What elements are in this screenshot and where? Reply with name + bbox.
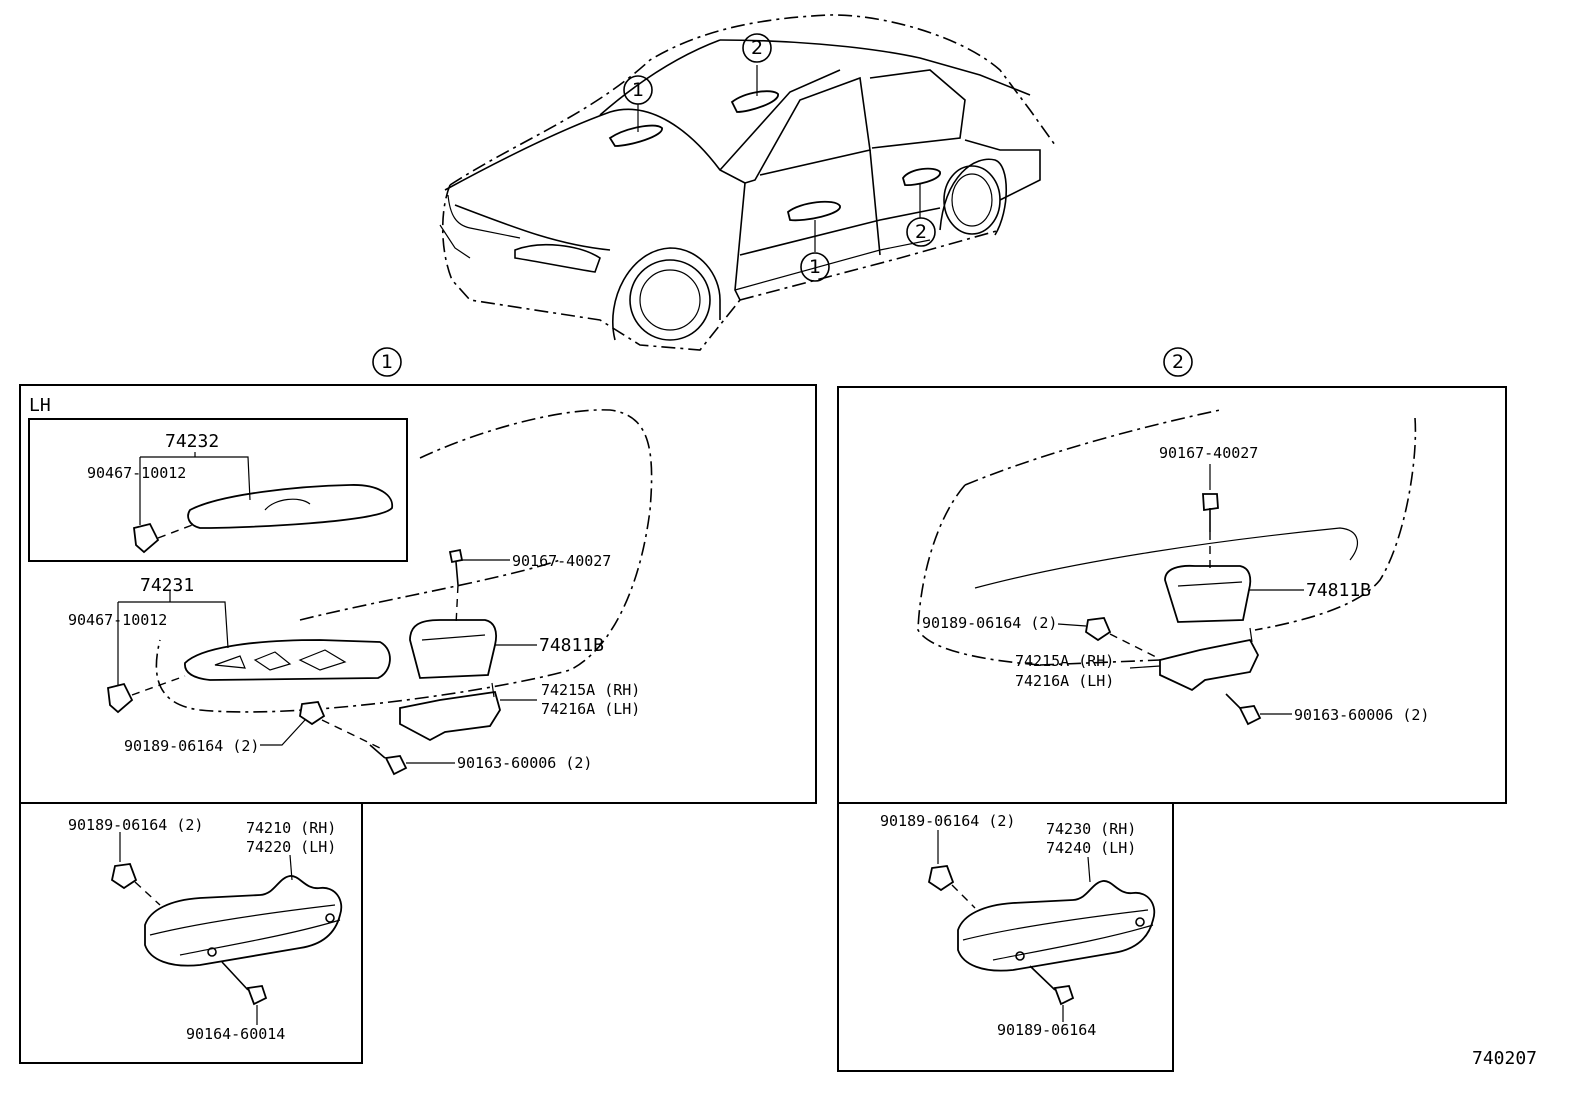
car-callout-marker-2a: 2 <box>742 33 772 63</box>
section-marker-2: 2 <box>1163 347 1193 377</box>
label-p4-screw: 90189-06164 <box>997 1021 1096 1039</box>
svg-text:1: 1 <box>809 256 821 278</box>
label-bracket-rh: 74215A (RH) <box>541 681 640 699</box>
panel-two-leaders <box>1057 464 1304 715</box>
section-marker-1: 1 <box>372 347 402 377</box>
label-pocket: 74811B <box>539 635 604 656</box>
panel-one-leaders <box>117 452 537 764</box>
label-p2-screw-bottom: 90163-60006 (2) <box>1294 706 1429 724</box>
svg-text:1: 1 <box>381 351 393 373</box>
panel-two-door <box>917 409 1417 726</box>
inset-frame <box>28 418 408 562</box>
label-inset-clip: 90467-10012 <box>87 464 186 482</box>
svg-text:1: 1 <box>632 79 644 101</box>
panel-three-leaders <box>119 832 293 1025</box>
panel-one-frame <box>19 384 817 804</box>
label-p4-handle-rh: 74230 (RH) <box>1046 820 1136 838</box>
figure-id: 740207 <box>1472 1048 1537 1069</box>
panel-four-assist-grip <box>927 865 1156 1006</box>
car-illustration <box>439 14 1056 351</box>
label-p3-nut: 90189-06164 (2) <box>68 816 203 834</box>
label-p2-bracket-lh: 74216A (LH) <box>1015 672 1114 690</box>
car-callout-marker-1a: 1 <box>623 75 653 105</box>
label-p3-handle-rh: 74210 (RH) <box>246 819 336 837</box>
panel-four-leaders <box>937 830 1091 1022</box>
label-74231: 74231 <box>140 575 194 596</box>
panel-three-frame <box>19 802 363 1064</box>
label-p2-screw-top: 90167-40027 <box>1159 444 1258 462</box>
label-screw-top: 90167-40027 <box>512 552 611 570</box>
label-bracket-lh: 74216A (LH) <box>541 700 640 718</box>
svg-text:2: 2 <box>915 221 927 243</box>
label-p4-handle-lh: 74240 (LH) <box>1046 839 1136 857</box>
panel-one-side-label: LH <box>29 395 51 416</box>
label-p4-nut: 90189-06164 (2) <box>880 812 1015 830</box>
label-p3-screw: 90164-60014 <box>186 1025 285 1043</box>
label-p2-pocket: 74811B <box>1306 580 1371 601</box>
label-p2-nut: 90189-06164 (2) <box>922 614 1057 632</box>
svg-text:2: 2 <box>1172 351 1184 373</box>
panel-four-frame <box>837 802 1174 1072</box>
panel-one-door <box>107 409 653 776</box>
label-74232: 74232 <box>165 431 219 452</box>
svg-text:2: 2 <box>751 37 763 59</box>
car-callout-marker-1b: 1 <box>800 252 830 282</box>
car-callout-marker-2b: 2 <box>906 217 936 247</box>
label-p3-handle-lh: 74220 (LH) <box>246 838 336 856</box>
label-p2-bracket-rh: 74215A (RH) <box>1015 652 1114 670</box>
label-nut: 90189-06164 (2) <box>124 737 259 755</box>
panel-three-assist-grip <box>110 863 343 1006</box>
label-screw-bottom: 90163-60006 (2) <box>457 754 592 772</box>
label-clip: 90467-10012 <box>68 611 167 629</box>
